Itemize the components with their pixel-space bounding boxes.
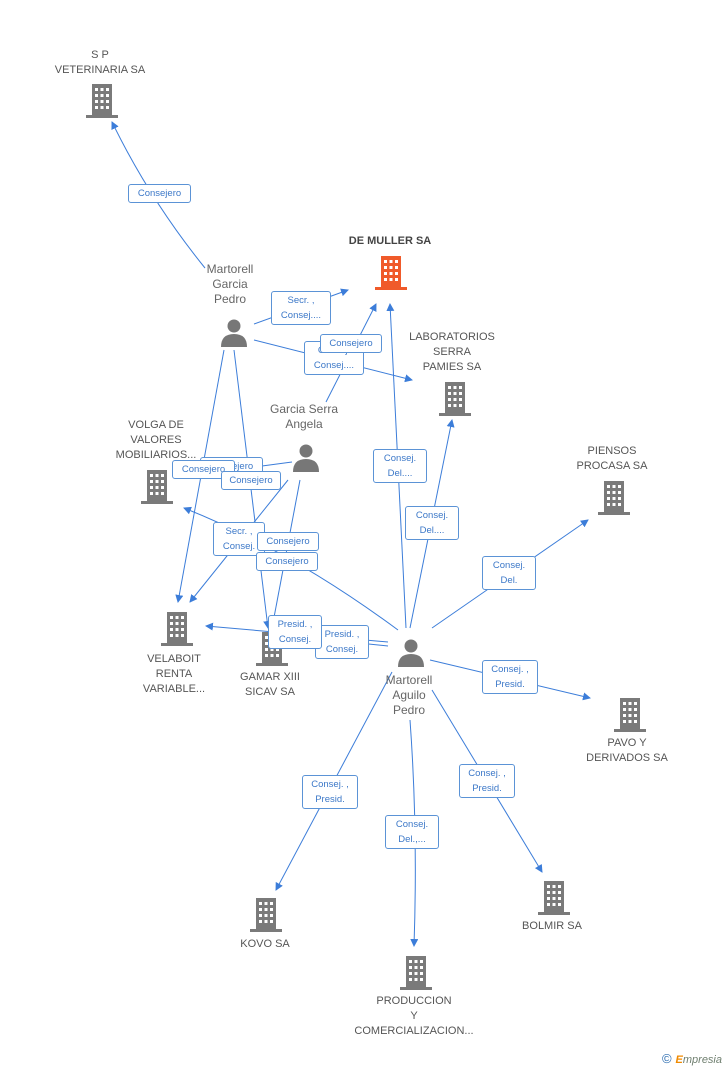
building-icon[interactable] <box>614 698 646 732</box>
node-label-sp-veterinaria: S P VETERINARIA SA <box>54 49 146 76</box>
node-label-volga: VOLGA DE VALORES MOBILIARIOS... <box>115 419 197 461</box>
building-icon[interactable] <box>250 898 282 932</box>
edge-label[interactable]: Consej. Del.... <box>373 449 427 483</box>
node-label-garcia-serra: Garcia Serra Angela <box>269 402 339 431</box>
building-icon[interactable] <box>598 481 630 515</box>
edge-label[interactable]: Consejero <box>257 532 319 551</box>
node-label-martorell-aguilo: Martorell Aguilo Pedro <box>385 673 433 717</box>
copyright-icon: © <box>661 1051 672 1066</box>
edge-label[interactable]: Consej. Del. <box>482 556 536 590</box>
edge-label[interactable]: Consej. Del.... <box>405 506 459 540</box>
edge-label[interactable]: Secr. , Consej.... <box>271 291 331 325</box>
node-label-velaboit: VELABOIT RENTA VARIABLE... <box>142 653 206 695</box>
node-label-laboratorios-serra: LABORATORIOS SERRA PAMIES SA <box>409 331 495 373</box>
node-label-de-muller: DE MULLER SA <box>348 235 432 247</box>
person-icon[interactable] <box>396 638 426 668</box>
building-icon[interactable] <box>86 84 118 118</box>
edge-label[interactable]: Secr. , Consej. <box>213 522 265 556</box>
node-label-martorell-garcia: Martorell Garcia Pedro <box>206 262 254 306</box>
node-label-pavo: PAVO Y DERIVADOS SA <box>586 737 668 764</box>
edge-label[interactable]: Presid. , Consej. <box>268 615 322 649</box>
edge-label[interactable]: Presid. , Consej. <box>315 625 369 659</box>
edge-label[interactable]: Consejero <box>256 552 318 571</box>
edge-label[interactable]: Consejero <box>320 334 382 353</box>
node-label-kovo: KOVO SA <box>240 938 290 950</box>
building-icon[interactable] <box>161 612 193 646</box>
node-label-gamar: GAMAR XIII SICAV SA <box>240 671 300 698</box>
edge-label[interactable]: Consej. , Presid. <box>459 764 515 798</box>
node-label-produccion: PRODUCCION Y COMERCIALIZACION... <box>354 995 474 1037</box>
building-focus-icon[interactable] <box>375 256 407 290</box>
person-icon[interactable] <box>291 443 321 473</box>
edge-label[interactable]: Consej. , Presid. <box>482 660 538 694</box>
node-label-bolmir: BOLMIR SA <box>522 920 582 932</box>
building-icon[interactable] <box>141 470 173 504</box>
edge-label[interactable]: Consejero <box>128 184 191 203</box>
building-icon[interactable] <box>400 956 432 990</box>
edge-label[interactable]: Consej. , Presid. <box>302 775 358 809</box>
building-icon[interactable] <box>439 382 471 416</box>
person-icon[interactable] <box>219 318 249 348</box>
edge-label[interactable]: Consej. Del.,... <box>385 815 439 849</box>
building-icon[interactable] <box>538 881 570 915</box>
edge-label[interactable]: Consejero <box>172 460 235 479</box>
edge-label[interactable]: Consejero <box>221 471 281 490</box>
node-label-piensos-procasa: PIENSOS PROCASA SA <box>576 445 648 472</box>
empresia-watermark: ©Empresia <box>661 1051 722 1066</box>
